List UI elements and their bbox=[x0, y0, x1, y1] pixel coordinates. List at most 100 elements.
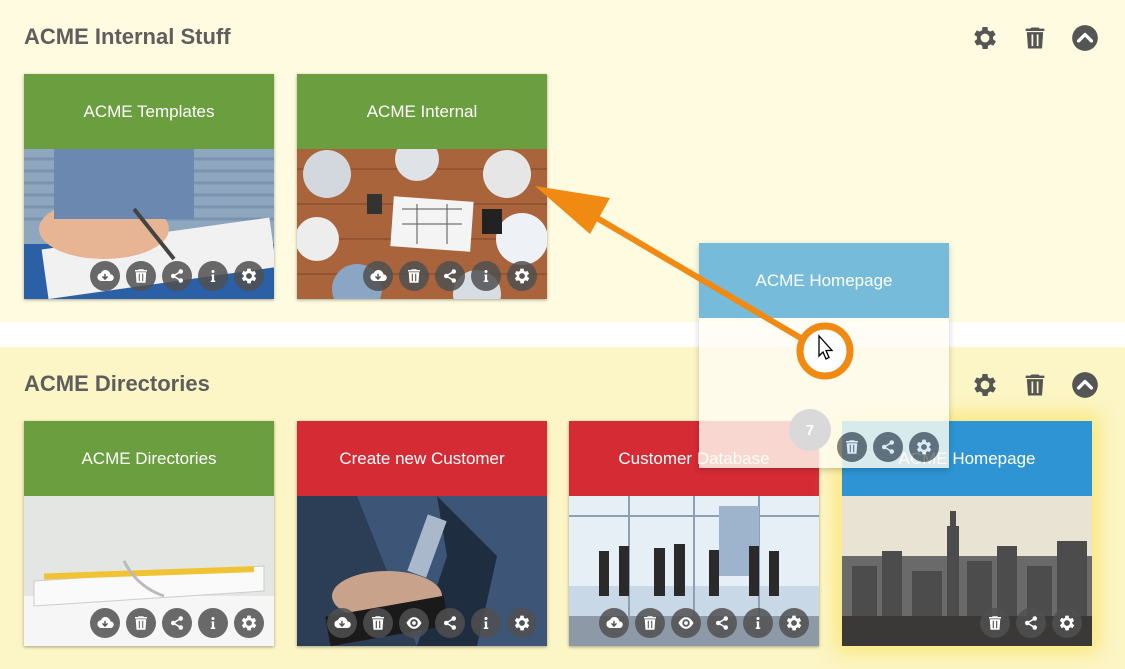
share-button[interactable] bbox=[707, 608, 737, 638]
drag-count-badge: 7 bbox=[789, 409, 831, 451]
share-button[interactable] bbox=[435, 608, 465, 638]
trash-icon bbox=[132, 614, 150, 632]
cloud-download-icon bbox=[332, 613, 352, 633]
download-button[interactable] bbox=[90, 608, 120, 638]
cloud-download-icon bbox=[95, 266, 115, 286]
share-icon bbox=[168, 267, 186, 285]
tile-header: ACME Internal bbox=[297, 74, 547, 149]
tile-actions bbox=[837, 432, 939, 462]
tile-title: Create new Customer bbox=[339, 448, 505, 468]
tile-title: ACME Templates bbox=[83, 101, 215, 121]
download-button[interactable] bbox=[327, 608, 357, 638]
info-button[interactable] bbox=[198, 608, 228, 638]
share-icon bbox=[879, 438, 897, 456]
trash-icon bbox=[843, 438, 861, 456]
group-acme-internal-stuff: ACME Internal Stuff ACME Templates bbox=[0, 0, 1125, 322]
tile-image bbox=[569, 496, 819, 646]
share-icon bbox=[1022, 614, 1040, 632]
info-button[interactable] bbox=[471, 608, 501, 638]
settings-button[interactable] bbox=[1052, 608, 1082, 638]
settings-button[interactable] bbox=[234, 261, 264, 291]
delete-button[interactable] bbox=[126, 608, 156, 638]
tile-header: ACME Directories bbox=[24, 421, 274, 496]
tile-customer-database[interactable]: Customer Database bbox=[569, 421, 819, 646]
eye-icon bbox=[404, 613, 424, 633]
tile-actions bbox=[90, 608, 264, 638]
info-icon bbox=[477, 614, 495, 632]
gear-icon bbox=[914, 437, 934, 457]
info-button[interactable] bbox=[198, 261, 228, 291]
tile-create-new-customer[interactable]: Create new Customer bbox=[297, 421, 547, 646]
info-icon bbox=[204, 267, 222, 285]
group-collapse-button[interactable] bbox=[1069, 371, 1101, 399]
tile-header: Create new Customer bbox=[297, 421, 547, 496]
city-skyline-image bbox=[842, 496, 1092, 646]
delete-button[interactable] bbox=[399, 261, 429, 291]
group-title: ACME Directories bbox=[24, 371, 210, 396]
tile-actions bbox=[363, 261, 537, 291]
cloud-download-icon bbox=[368, 266, 388, 286]
preview-button[interactable] bbox=[399, 608, 429, 638]
gear-icon bbox=[239, 266, 259, 286]
tile-acme-directories[interactable]: ACME Directories bbox=[24, 421, 274, 646]
group-actions bbox=[969, 371, 1101, 399]
download-button[interactable] bbox=[599, 608, 629, 638]
share-icon bbox=[713, 614, 731, 632]
trash-icon bbox=[641, 614, 659, 632]
settings-button[interactable] bbox=[507, 261, 537, 291]
cloud-download-icon bbox=[604, 613, 624, 633]
share-button[interactable] bbox=[162, 608, 192, 638]
info-icon bbox=[204, 614, 222, 632]
tile-actions bbox=[980, 608, 1082, 638]
share-button[interactable] bbox=[873, 432, 903, 462]
delete-button[interactable] bbox=[837, 432, 867, 462]
share-button[interactable] bbox=[162, 261, 192, 291]
group-acme-directories: ACME Directories ACME Directories bbox=[0, 347, 1125, 669]
settings-button[interactable] bbox=[507, 608, 537, 638]
eye-icon bbox=[676, 613, 696, 633]
tile-actions bbox=[90, 261, 264, 291]
info-button[interactable] bbox=[743, 608, 773, 638]
tile-image bbox=[24, 149, 274, 299]
share-icon bbox=[441, 614, 459, 632]
trash-icon bbox=[369, 614, 387, 632]
tile-acme-templates[interactable]: ACME Templates bbox=[24, 74, 274, 299]
settings-button[interactable] bbox=[234, 608, 264, 638]
gear-icon bbox=[512, 266, 532, 286]
group-collapse-button[interactable] bbox=[1069, 24, 1101, 52]
delete-button[interactable] bbox=[126, 261, 156, 291]
tile-image bbox=[297, 149, 547, 299]
preview-button[interactable] bbox=[671, 608, 701, 638]
tile-title: ACME Internal bbox=[366, 101, 478, 121]
tile-title: ACME Homepage bbox=[755, 270, 893, 290]
info-icon bbox=[477, 267, 495, 285]
hand-writing-notebook-image bbox=[24, 149, 274, 299]
gear-icon bbox=[239, 613, 259, 633]
tile-header: ACME Templates bbox=[24, 74, 274, 149]
download-button[interactable] bbox=[90, 261, 120, 291]
tile-actions bbox=[599, 608, 809, 638]
tile-title: ACME Directories bbox=[81, 448, 217, 468]
group-delete-button[interactable] bbox=[1019, 371, 1051, 399]
info-icon bbox=[749, 614, 767, 632]
trash-icon bbox=[405, 267, 423, 285]
delete-button[interactable] bbox=[635, 608, 665, 638]
tile-image bbox=[842, 496, 1092, 646]
delete-button[interactable] bbox=[980, 608, 1010, 638]
group-title: ACME Internal Stuff bbox=[24, 24, 231, 49]
download-button[interactable] bbox=[363, 261, 393, 291]
share-icon bbox=[441, 267, 459, 285]
group-settings-button[interactable] bbox=[969, 371, 1001, 399]
share-button[interactable] bbox=[435, 261, 465, 291]
group-actions bbox=[969, 24, 1101, 52]
group-settings-button[interactable] bbox=[969, 24, 1001, 52]
group-delete-button[interactable] bbox=[1019, 24, 1051, 52]
gear-icon bbox=[784, 613, 804, 633]
share-button[interactable] bbox=[1016, 608, 1046, 638]
tile-acme-internal[interactable]: ACME Internal bbox=[297, 74, 547, 299]
info-button[interactable] bbox=[471, 261, 501, 291]
settings-button[interactable] bbox=[779, 608, 809, 638]
tile-image bbox=[24, 496, 274, 646]
delete-button[interactable] bbox=[363, 608, 393, 638]
settings-button[interactable] bbox=[909, 432, 939, 462]
